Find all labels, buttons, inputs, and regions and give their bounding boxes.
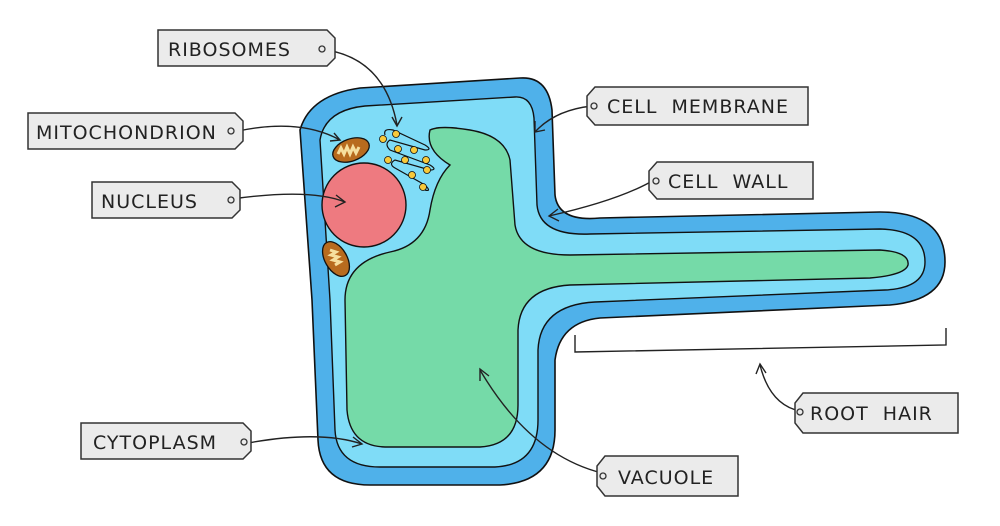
root-hair-bracket [574, 328, 947, 353]
svg-text:CELL WALL: CELL WALL [668, 171, 788, 193]
label-ribosomes: RIBOSOMES [157, 29, 336, 67]
svg-text:CYTOPLASM: CYTOPLASM [93, 432, 217, 454]
ribosomes [379, 128, 435, 192]
svg-text:RIBOSOMES: RIBOSOMES [168, 39, 291, 61]
label-cell-wall: CELL WALL [648, 161, 814, 200]
label-cytoplasm: CYTOPLASM [80, 422, 252, 460]
nucleus [321, 162, 407, 248]
mitochondrion-bottom [321, 241, 351, 277]
svg-text:CELL MEMBRANE: CELL MEMBRANE [607, 96, 789, 118]
label-mitochondrion: MITOCHONDRION [27, 112, 244, 150]
label-cell-membrane: CELL MEMBRANE [586, 86, 809, 126]
mitochondrion-top [332, 137, 370, 163]
label-nucleus: NUCLEUS [91, 181, 241, 219]
svg-text:ROOT HAIR: ROOT HAIR [810, 403, 933, 425]
svg-text:NUCLEUS: NUCLEUS [101, 191, 198, 213]
label-vacuole: VACUOLE [596, 455, 739, 497]
vacuole [344, 126, 909, 448]
svg-text:VACUOLE: VACUOLE [618, 467, 714, 489]
svg-text:MITOCHONDRION: MITOCHONDRION [36, 122, 217, 144]
label-root-hair: ROOT HAIR [794, 392, 959, 434]
pointer-arrows [231, 49, 801, 474]
